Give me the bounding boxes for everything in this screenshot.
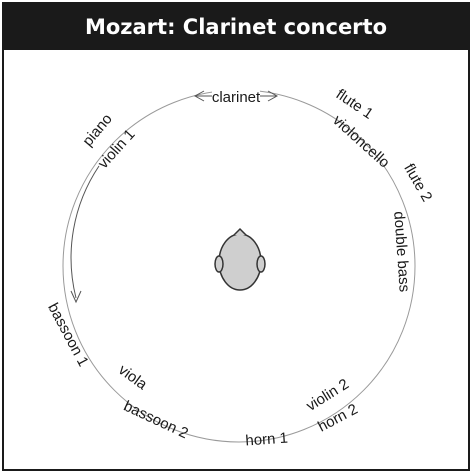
clarinet-arrow-right-icon	[267, 90, 279, 102]
instrument-label-horn-1: horn 1	[245, 430, 289, 450]
diagram-title: Mozart: Clarinet concerto	[84, 15, 388, 39]
clarinet-label-bg	[212, 87, 260, 105]
direction-arrow-icon	[70, 165, 100, 299]
instrument-label-double-bass: double bass	[390, 211, 413, 293]
clarinet-arrow-left-icon	[193, 90, 205, 102]
instrument-label-clarinet: clarinet	[212, 89, 261, 106]
instrument-label-viola: viola	[115, 361, 150, 393]
instrument-label-bassoon-1: bassoon 1	[44, 300, 92, 369]
diagram-frame: Mozart: Clarinet concerto clarinet flute…	[2, 2, 470, 471]
instrument-label-violoncello: violoncello	[329, 112, 392, 172]
arrow-head-icon	[70, 290, 82, 304]
title-bar: Mozart: Clarinet concerto	[4, 4, 468, 50]
instrument-label-bassoon-2: bassoon 2	[121, 398, 191, 443]
orchestra-layout: clarinet flute 1 violoncello flute 2 dou…	[44, 86, 435, 450]
listener-head-icon	[214, 227, 266, 291]
instrument-label-flute-2: flute 2	[400, 161, 435, 205]
